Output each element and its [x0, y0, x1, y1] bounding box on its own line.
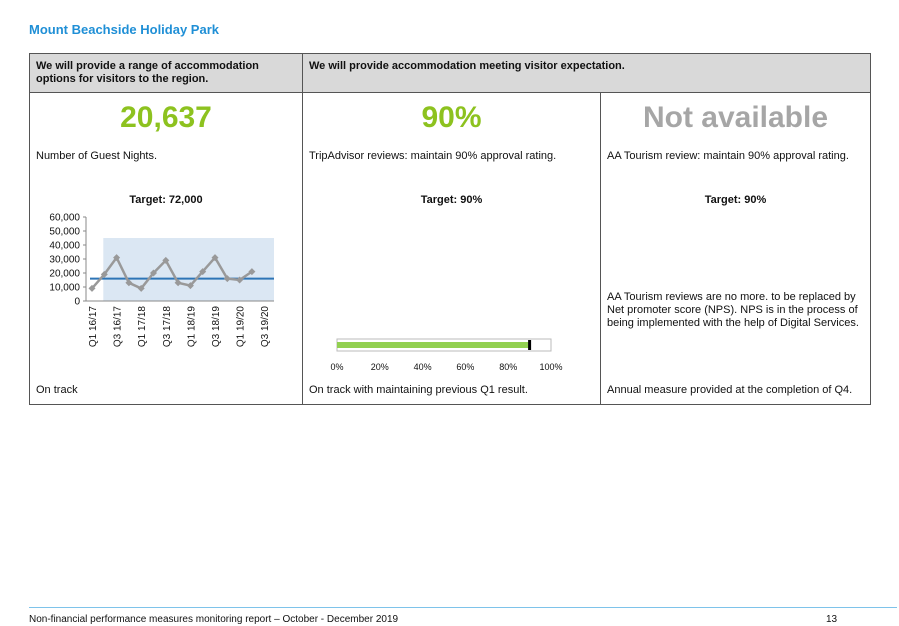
- x-tick-label: 80%: [499, 362, 517, 372]
- y-tick-label: 0: [74, 297, 80, 308]
- measure-value: 90%: [421, 101, 482, 134]
- measures-table: We will provide a range of accommodation…: [29, 53, 871, 405]
- measure-description: Number of Guest Nights.: [36, 150, 158, 162]
- data-point: [223, 275, 231, 283]
- data-point: [211, 254, 219, 262]
- target-marker: [528, 340, 532, 350]
- data-point: [186, 282, 194, 290]
- guest-nights-chart: 0 10,000 20,000 30,000 40,000 50,000 60,000 Q1 …: [49, 213, 274, 348]
- series-line: [91, 255, 253, 290]
- x-tick-label: 20%: [371, 362, 389, 372]
- y-tick-label: 10,000: [49, 283, 80, 294]
- data-point: [113, 254, 121, 262]
- data-point: [199, 268, 207, 276]
- footer-report-title: Non-financial performance measures monit…: [29, 614, 399, 625]
- y-tick-label: 30,000: [49, 255, 80, 266]
- x-tick-label: Q1 19/20: [236, 306, 247, 348]
- measure-target: Target: 72,000: [129, 194, 203, 206]
- x-tick-label: 100%: [539, 362, 562, 372]
- x-tick-label: Q1 18/19: [186, 306, 197, 348]
- data-point: [174, 279, 182, 287]
- x-tick-label: 0%: [330, 362, 343, 372]
- measure-status: On track: [36, 384, 78, 396]
- y-tick-label: 60,000: [49, 213, 80, 224]
- data-point: [125, 279, 133, 287]
- measure-description: AA Tourism review: maintain 90% approval…: [607, 150, 849, 162]
- data-point: [100, 270, 108, 278]
- x-tick-label: Q3 16/17: [113, 306, 124, 348]
- measure-guest-nights: 20,637 Number of Guest Nights. Target: 7…: [29, 92, 303, 405]
- x-tick-label: Q3 19/20: [260, 306, 271, 348]
- tripadvisor-bullet-chart: 0% 20% 40% 60% 80% 100%: [330, 338, 563, 372]
- measure-value: Not available: [642, 101, 829, 134]
- page-number: 13: [826, 614, 838, 625]
- y-tick-label: 40,000: [49, 241, 80, 252]
- data-point: [248, 268, 256, 276]
- x-tick-label: 60%: [456, 362, 474, 372]
- measure-tripadvisor: 90% TripAdvisor reviews: maintain 90% ap…: [302, 92, 601, 405]
- footer-divider: [29, 607, 897, 608]
- x-tick-label: Q1 16/17: [88, 306, 99, 348]
- page-title: Mount Beachside Holiday Park: [29, 22, 219, 37]
- x-tick-label: Q1 17/18: [137, 306, 148, 348]
- x-tick-label: Q3 17/18: [162, 306, 173, 348]
- header-visitor-expectation: We will provide accommodation meeting vi…: [302, 53, 871, 93]
- measure-status: On track with maintaining previous Q1 re…: [309, 384, 528, 396]
- approval-bar: [337, 342, 530, 348]
- measure-note: AA Tourism reviews are no more. to be re…: [607, 291, 859, 329]
- data-point: [137, 284, 145, 292]
- header-accommodation-range: We will provide a range of accommodation…: [29, 53, 303, 93]
- data-point: [88, 284, 96, 292]
- target-band: [103, 238, 274, 301]
- data-point: [162, 256, 170, 264]
- y-tick-label: 20,000: [49, 269, 80, 280]
- y-tick-label: 50,000: [49, 227, 80, 238]
- measure-aa-tourism: Not available AA Tourism review: maintai…: [600, 92, 871, 405]
- data-point: [150, 269, 157, 277]
- measure-target: Target: 90%: [420, 194, 483, 206]
- measure-status: Annual measure provided at the completio…: [607, 384, 853, 396]
- measure-description: TripAdvisor reviews: maintain 90% approv…: [309, 150, 557, 162]
- measure-value: 20,637: [120, 101, 212, 134]
- measure-target: Target: 90%: [704, 194, 767, 206]
- x-tick-label: 40%: [414, 362, 432, 372]
- data-point: [236, 276, 244, 284]
- x-tick-label: Q3 18/19: [211, 306, 222, 348]
